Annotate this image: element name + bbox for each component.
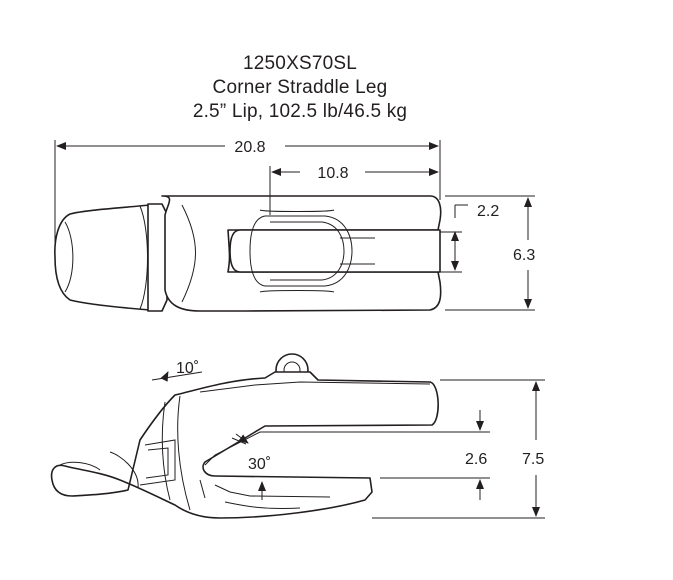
- dim-overall-length: 20.8: [234, 139, 265, 156]
- dim-leg-length: 10.8: [317, 165, 348, 182]
- top-view: [54, 195, 442, 312]
- dim-top-angle: 10˚: [176, 360, 199, 377]
- top-view-slot: [229, 229, 441, 273]
- part-number: 1250XS70SL: [243, 53, 357, 74]
- side-view-body: [50, 371, 439, 519]
- top-view-nose: [54, 204, 151, 311]
- dim-inner-angle: 30˚: [248, 456, 271, 473]
- dim-slot-width: 2.2: [477, 203, 499, 220]
- dim-height: 7.5: [522, 451, 544, 468]
- dim-width: 6.3: [513, 247, 535, 264]
- part-spec: 2.5” Lip, 102.5 lb/46.5 kg: [192, 101, 408, 122]
- dim-slot-height: 2.6: [465, 451, 487, 468]
- title-block: 1250XS70SL Corner Straddle Leg 2.5” Lip,…: [140, 52, 460, 124]
- top-view-body: [161, 195, 442, 312]
- side-view-dimensions: [151, 371, 545, 519]
- side-view: [50, 353, 439, 519]
- top-view-dimensions: [54, 140, 535, 311]
- part-name: Corner Straddle Leg: [212, 77, 388, 98]
